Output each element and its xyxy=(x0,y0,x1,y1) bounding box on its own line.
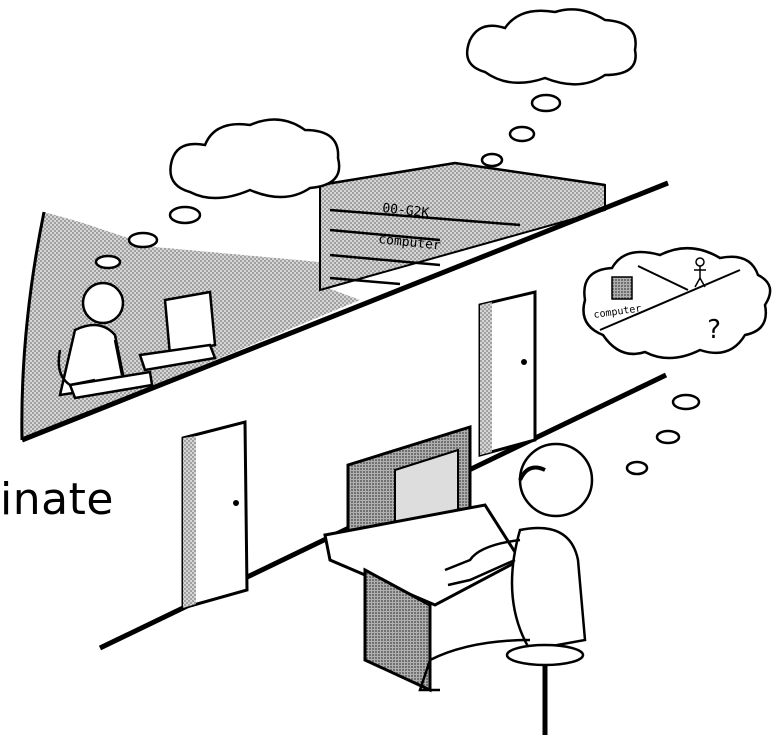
lower-person-head xyxy=(520,444,592,516)
lower-thought-cloud: computer ? xyxy=(583,248,770,474)
door-left xyxy=(183,422,247,608)
mini-question-mark: ? xyxy=(706,315,722,345)
stool-seat xyxy=(507,645,583,665)
caption-text: inate xyxy=(0,474,114,525)
upper-thought-cloud xyxy=(96,120,339,268)
lower-terminal xyxy=(325,427,520,690)
door-right xyxy=(480,292,535,455)
mainframe-thought-cloud xyxy=(467,9,635,166)
upper-person-head xyxy=(83,283,123,323)
mini-computer-icon xyxy=(612,277,632,299)
